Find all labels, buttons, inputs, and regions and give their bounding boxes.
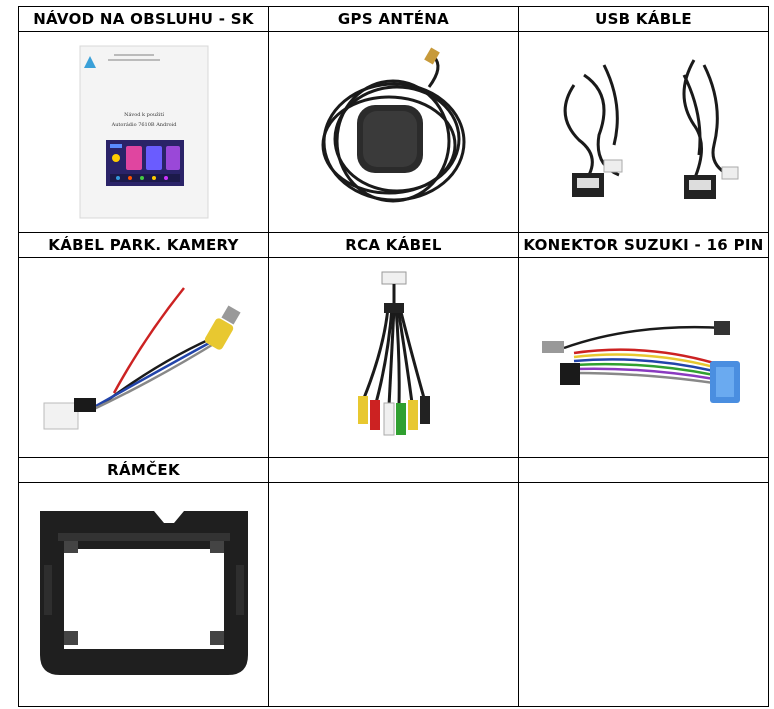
usb-cables-image	[563, 58, 738, 199]
label-parking-camera-cable: KÁBEL PARK. KAMERY	[18, 232, 269, 258]
cell-parking-camera-cable	[18, 257, 269, 458]
manual-title: Návod k použití	[124, 111, 164, 118]
cell-gps-antenna	[268, 31, 519, 233]
label-suzuki-connector: KONEKTOR SUZUKI - 16 PIN	[518, 232, 769, 258]
gps-antenna-image	[321, 47, 465, 203]
rca-cable-image	[357, 271, 430, 435]
label-gps-antenna: GPS ANTÉNA	[268, 6, 519, 32]
label-dash-frame: RÁMČEK	[18, 457, 269, 483]
manual-subtitle: Autorádio 7610B Android	[110, 121, 177, 128]
label-empty-2	[518, 457, 769, 483]
suzuki-connector-image	[541, 320, 740, 403]
cell-rca-cable	[268, 257, 519, 458]
manual-booklet-image: Návod k použití Autorádio 7610B Android	[79, 45, 208, 219]
cell-suzuki-connector	[518, 257, 769, 458]
label-usb-cables: USB KÁBLE	[518, 6, 769, 32]
cell-manual: Návod k použití Autorádio 7610B Android	[18, 31, 269, 233]
cell-usb-cables	[518, 31, 769, 233]
cell-dash-frame	[18, 482, 269, 707]
label-manual: NÁVOD NA OBSLUHU - SK	[18, 6, 269, 32]
cell-empty-2	[518, 482, 769, 707]
parking-camera-cable-image	[43, 286, 241, 429]
accessories-table: NÁVOD NA OBSLUHU - SK GPS ANTÉNA USB KÁB…	[18, 6, 769, 707]
label-rca-cable: RCA KÁBEL	[268, 232, 519, 258]
cell-empty-1	[268, 482, 519, 707]
label-empty-1	[268, 457, 519, 483]
dash-frame-image	[39, 510, 248, 675]
